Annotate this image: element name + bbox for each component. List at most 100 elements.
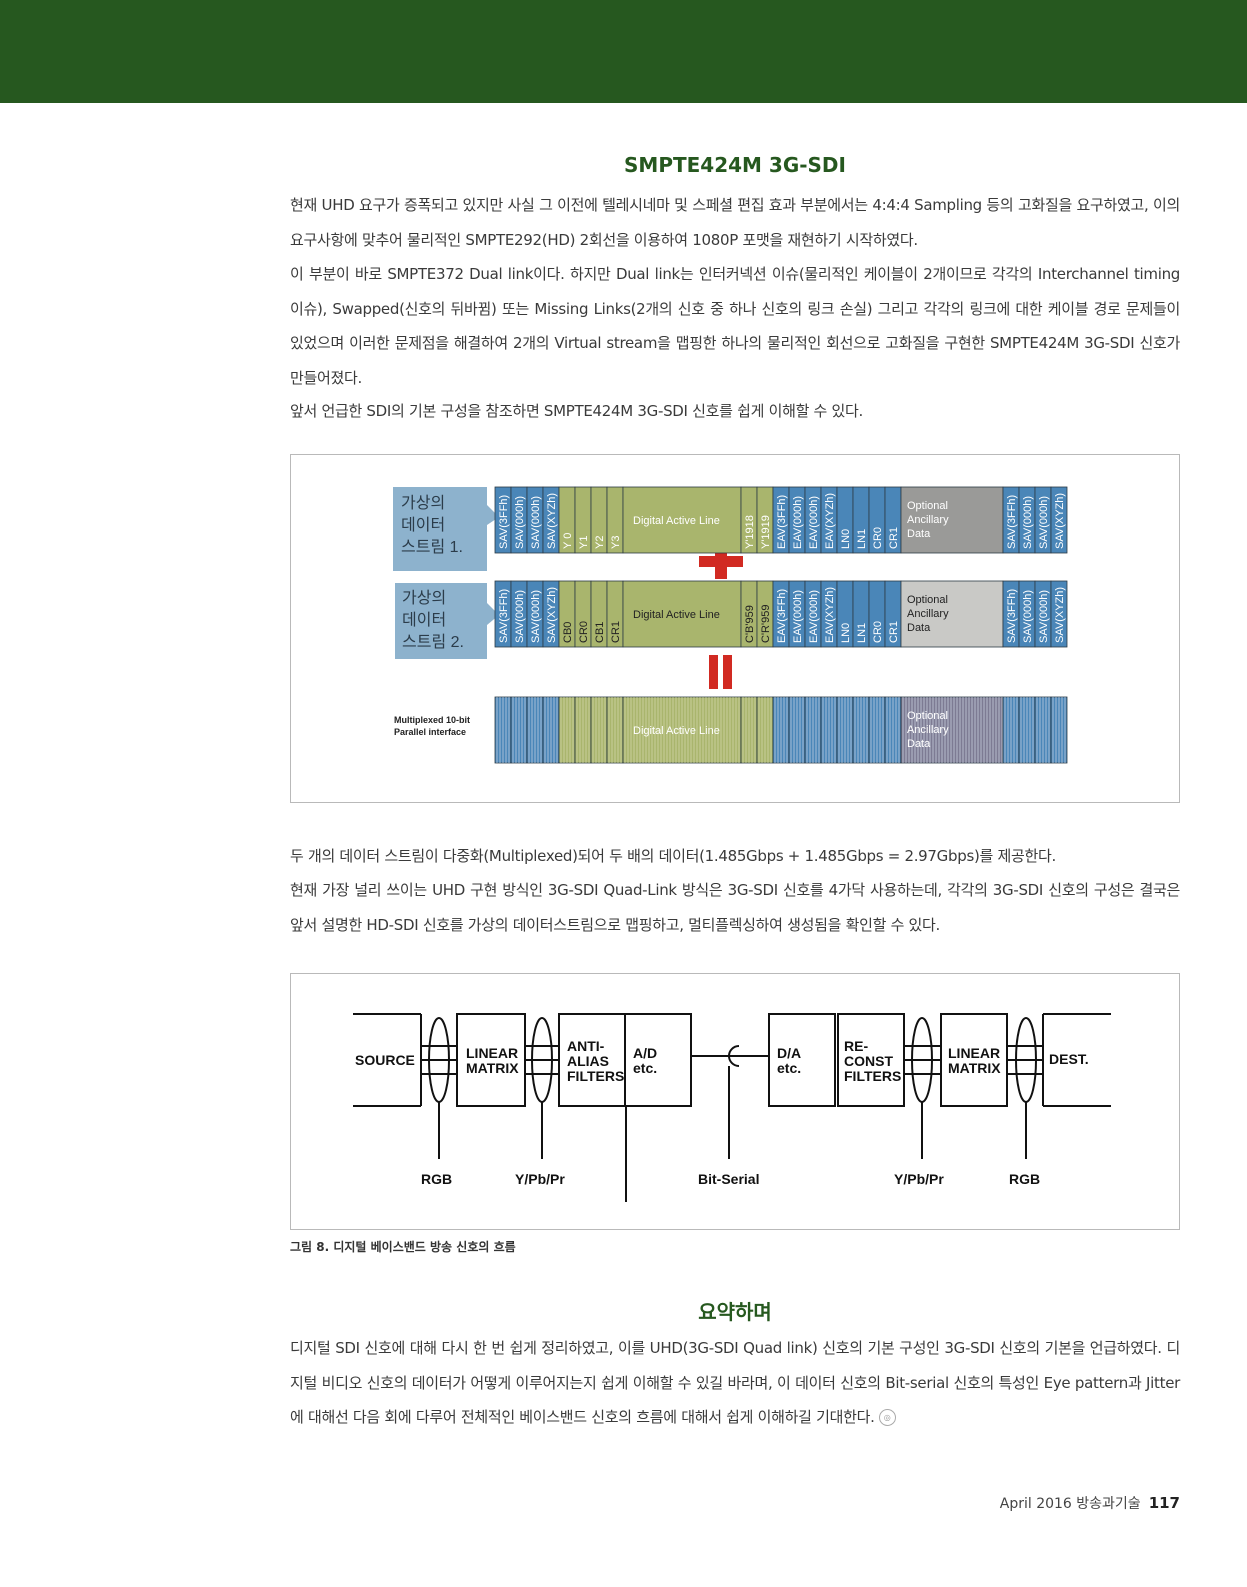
- rgb-label: RGB: [421, 1171, 452, 1187]
- stream-cell: [1050, 486, 1068, 554]
- stream-cell-label: LN0: [840, 623, 852, 643]
- stream-cell: [900, 580, 1004, 648]
- paragraph: 이 부분이 바로 SMPTE372 Dual link이다. 하지만 Dual …: [290, 265, 1180, 387]
- equals-icon: [723, 655, 732, 689]
- ad-block: etc.: [633, 1060, 657, 1076]
- stream-cell-label: SAV(000h): [530, 496, 542, 549]
- rgb-label: RGB: [1009, 1171, 1040, 1187]
- stream-cell-label: SAV(000h): [1022, 496, 1034, 549]
- stream-cell: [622, 486, 742, 554]
- end-mark-icon: ◎: [878, 1409, 896, 1426]
- stream-cell-label: EAV(3FFh): [776, 495, 788, 549]
- stream2-label-line1: 가상의: [402, 589, 446, 607]
- stream-cell-label: SAV(XYZh): [546, 587, 558, 643]
- stream-cell-label: SAV(3FFh): [1006, 589, 1018, 643]
- stream-cell-label: EAV(XYZh): [824, 493, 836, 549]
- stream1-label-line3: 스트림 1.: [401, 538, 463, 556]
- stream-cell-label: Y3: [610, 536, 622, 549]
- stream-cell-label: EAV(000h): [792, 590, 804, 643]
- section-title-smpte424m: SMPTE424M 3G-SDI: [624, 153, 846, 177]
- stream1-label-line2: 데이터: [401, 516, 445, 534]
- figure-stream-multiplex: 가상의 데이터 스트림 1. 가상의 데이터 스트림 2. Multiplexe…: [290, 454, 1180, 803]
- stream-cell-label: SAV(000h): [1038, 496, 1050, 549]
- stream-cell-label: CR1: [610, 621, 622, 643]
- anti-alias-block: ALIAS: [567, 1053, 609, 1069]
- stream-cell-label: SAV(XYZh): [1054, 493, 1066, 549]
- anti-alias-block: ANTI-: [567, 1038, 605, 1054]
- figure-baseband-flow: SOURCE LINEAR MATRIX ANTI- ALIAS FILTERS…: [290, 973, 1180, 1230]
- linear-matrix-block: MATRIX: [466, 1060, 519, 1076]
- stream-cell-label: EAV(000h): [808, 496, 820, 549]
- stream-cell-label: EAV(000h): [792, 496, 804, 549]
- equals-icon: [709, 655, 718, 689]
- da-block: D/A: [777, 1045, 801, 1061]
- summary-paragraph: 디지털 SDI 신호에 대해 다시 한 번 쉽게 정리하였고, 이를 UHD(3…: [290, 1331, 1180, 1435]
- bit-serial-label: Bit-Serial: [698, 1171, 759, 1187]
- ypbpr-label: Y/Pb/Pr: [515, 1171, 565, 1187]
- ypbpr-label: Y/Pb/Pr: [894, 1171, 944, 1187]
- stream2-callout: [395, 583, 499, 659]
- dest-block: DEST.: [1049, 1051, 1089, 1067]
- paragraph: 현재 UHD 요구가 증폭되고 있지만 사실 그 이전에 텔레시네마 및 스페셜…: [290, 196, 1180, 249]
- stream-cell-label: SAV(XYZh): [1054, 587, 1066, 643]
- paragraph: 현재 가장 널리 쓰이는 UHD 구현 방식인 3G-SDI Quad-Link…: [290, 881, 1180, 934]
- stream-cell-label: CB1: [594, 622, 606, 643]
- stream-cell-label: CR0: [578, 621, 590, 643]
- issue-label: April 2016 방송과기술: [999, 1496, 1141, 1512]
- stream-cell-label: CR1: [888, 621, 900, 643]
- linear-matrix2-block: MATRIX: [948, 1060, 1001, 1076]
- reconst-block: FILTERS: [844, 1068, 901, 1084]
- mux-label-line2: Parallel interface: [394, 727, 466, 737]
- stream-cell-label: Digital Active Line: [633, 515, 720, 527]
- section-title-summary: 요약하며: [698, 1300, 772, 1324]
- stream-cell-label: Y'1919: [760, 515, 772, 549]
- ad-block: A/D: [633, 1045, 657, 1061]
- stream-cell-label: CB0: [562, 622, 574, 643]
- stream-cell-label: SAV(000h): [1038, 590, 1050, 643]
- stream-cell-label: SAV(000h): [1022, 590, 1034, 643]
- stream-cell-label: SAV(3FFh): [498, 589, 510, 643]
- stream-cell-label: C'R'959: [760, 605, 772, 643]
- stream-cell-label: EAV(000h): [808, 590, 820, 643]
- header-band: [0, 0, 1247, 103]
- stream-cell-label: SAV(000h): [514, 496, 526, 549]
- source-block: SOURCE: [355, 1052, 415, 1068]
- stream-multiplex-diagram: 가상의 데이터 스트림 1. 가상의 데이터 스트림 2. Multiplexe…: [393, 486, 1068, 764]
- stream-cell-label: Y'1918: [744, 515, 756, 549]
- stream-cell-label: CR0: [872, 621, 884, 643]
- stream-cell-label: SAV(3FFh): [1006, 495, 1018, 549]
- linear-matrix-block: LINEAR: [466, 1045, 518, 1061]
- stream-cell: [1050, 580, 1068, 648]
- stream-cell-label: Y 0: [562, 533, 574, 549]
- mux-active-line-label: Digital Active Line: [633, 725, 720, 737]
- stream1-callout: [393, 487, 499, 571]
- reconst-block: CONST: [844, 1053, 893, 1069]
- stream-cell-label: LN1: [856, 529, 868, 549]
- stream-cell-label: CR1: [888, 527, 900, 549]
- stream-cell: [900, 486, 1004, 554]
- figure-caption: 그림 8. 디지털 베이스밴드 방송 신호의 흐름: [290, 1240, 516, 1254]
- paragraph: 앞서 언급한 SDI의 기본 구성을 참조하면 SMPTE424M 3G-SDI…: [290, 402, 863, 420]
- stream-cell-label: SAV(000h): [514, 590, 526, 643]
- stream2-label-line3: 스트림 2.: [402, 633, 464, 651]
- da-block: etc.: [777, 1060, 801, 1076]
- baseband-flow-diagram: SOURCE LINEAR MATRIX ANTI- ALIAS FILTERS…: [353, 1013, 1111, 1202]
- paragraph: 두 개의 데이터 스트림이 다중화(Multiplexed)되어 두 배의 데이…: [290, 847, 1056, 865]
- stream-cell-label: SAV(XYZh): [546, 493, 558, 549]
- stream-cell-label: EAV(3FFh): [776, 589, 788, 643]
- stream-cell-label: SAV(000h): [530, 590, 542, 643]
- stream-cell-label: SAV(3FFh): [498, 495, 510, 549]
- stream-cell-label: LN0: [840, 529, 852, 549]
- stream-cell-label: EAV(XYZh): [824, 587, 836, 643]
- summary-text: 디지털 SDI 신호에 대해 다시 한 번 쉽게 정리하였고, 이를 UHD(3…: [290, 1339, 1180, 1426]
- stream-cell: [622, 580, 742, 648]
- plus-icon: [699, 556, 743, 567]
- stream1-label-line1: 가상의: [401, 494, 445, 512]
- stream-cell-label: CR0: [872, 527, 884, 549]
- reconst-block: RE-: [844, 1038, 868, 1054]
- stream2-label-line2: 데이터: [402, 611, 446, 629]
- stream-cell-label: LN1: [856, 623, 868, 643]
